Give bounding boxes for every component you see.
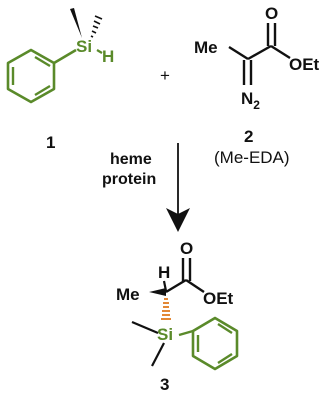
reaction-arrow: [166, 143, 190, 232]
diazo-nitrogen: N2: [241, 89, 260, 112]
methyl-wedge-bond: [149, 288, 166, 296]
si-methyl-bond: [151, 342, 165, 367]
arrow-head: [166, 208, 190, 232]
methyl-wedge-bond: [70, 8, 82, 38]
phenyl-double-bond: [217, 322, 233, 335]
product-carbonyl-oxygen: O: [180, 239, 193, 258]
phenyl-ring: [6, 48, 56, 104]
product-silicon: Si: [157, 325, 173, 344]
condition-line-1: heme: [110, 151, 152, 168]
c-carbonyl-bond: [165, 278, 187, 294]
me-c-bond: [228, 45, 249, 61]
phenyl-double-bond: [217, 352, 233, 365]
ethoxy-label: OEt: [289, 55, 320, 74]
c-carbonyl-bond: [247, 44, 272, 61]
hydrogen-atom: H: [102, 47, 114, 66]
ring-si-bond: [53, 48, 77, 65]
si-phenyl-bond: [178, 329, 194, 337]
methyl-hash-bond: [90, 15, 103, 38]
product-methyl: Me: [116, 285, 140, 304]
product-ethoxy: OEt: [203, 289, 234, 308]
methyl-label: Me: [194, 38, 218, 57]
product-structure: H Me O OEt Si: [116, 239, 239, 371]
si-methyl-bond: [131, 320, 159, 335]
carbonyl-oxygen: O: [265, 4, 278, 23]
silicon-atom: Si: [76, 37, 92, 56]
compound-number-1: 1: [46, 133, 55, 152]
product-hydrogen: H: [158, 263, 170, 282]
c-si-hash-bond: [161, 298, 171, 320]
phenyl-double-bond: [34, 84, 51, 97]
plus-sign: +: [160, 66, 170, 85]
compound-number-3: 3: [160, 375, 169, 394]
c-oet-bond: [185, 279, 205, 293]
compound-label-me-eda: (Me-EDA): [214, 148, 290, 167]
c-oet-bond: [270, 44, 291, 60]
phenyl-double-bond: [34, 55, 51, 68]
condition-line-2: protein: [102, 171, 156, 188]
si-h-bond: [96, 49, 103, 54]
reactant-1-structure: Si H: [6, 8, 114, 104]
compound-number-2: 2: [244, 127, 253, 146]
reactant-2-structure: Me O OEt N2: [194, 4, 320, 112]
product-phenyl-ring: [191, 316, 239, 371]
